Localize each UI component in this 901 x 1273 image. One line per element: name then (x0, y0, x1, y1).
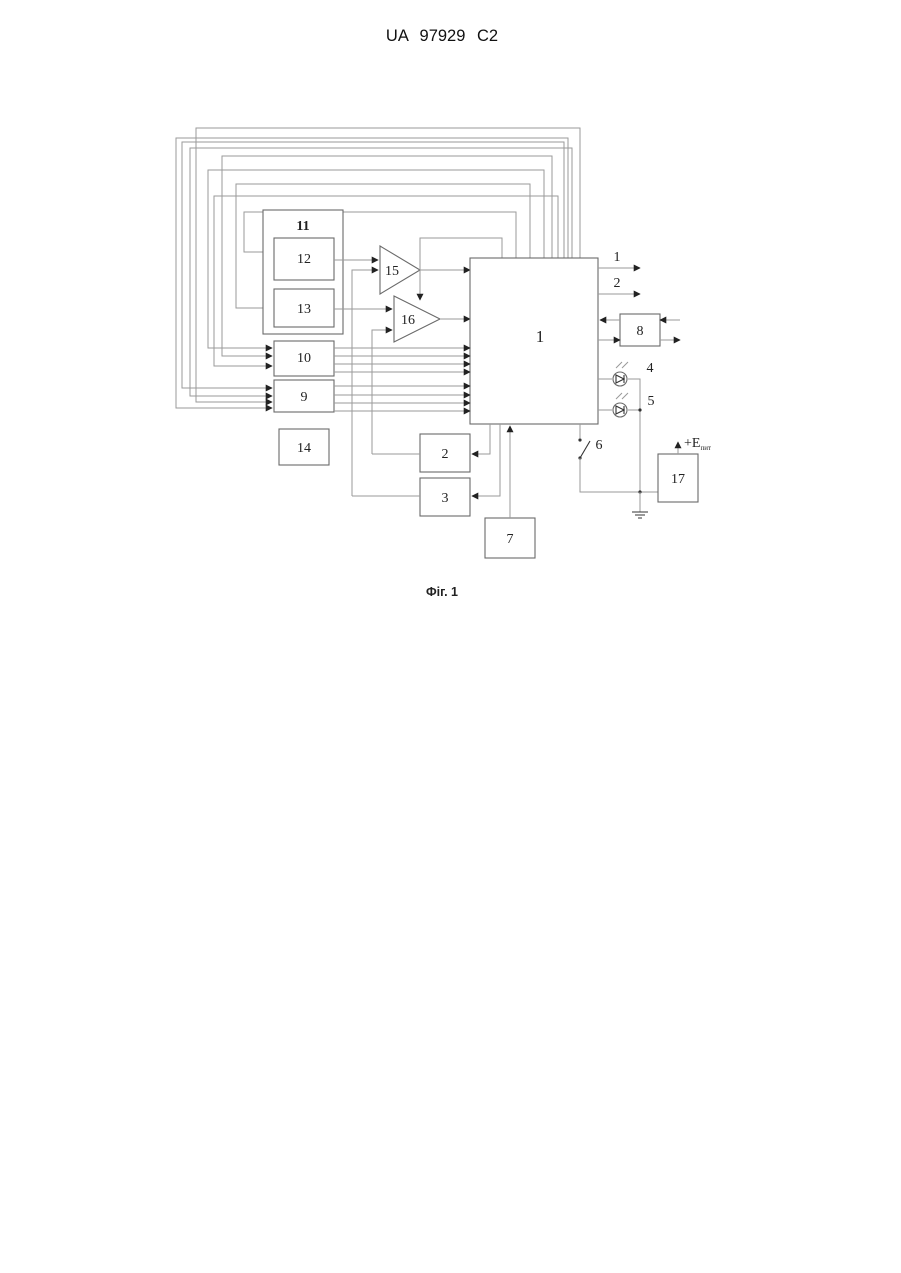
block-3-label: 3 (442, 491, 449, 506)
block-8-label: 8 (637, 324, 644, 339)
block-14-label: 14 (297, 441, 311, 456)
led-5 (598, 393, 640, 417)
block-10-label: 10 (297, 351, 311, 366)
block-12-label: 12 (297, 252, 311, 267)
block-13-label: 13 (297, 302, 311, 317)
led-5-label: 5 (648, 394, 655, 409)
block-11-label: 11 (296, 219, 309, 234)
comparator-16-label: 16 (401, 313, 415, 328)
data-bus-lines (334, 348, 470, 411)
block-9-label: 9 (301, 390, 308, 405)
block-2-label: 2 (442, 447, 449, 462)
ground-symbol (632, 492, 648, 518)
block-7-label: 7 (507, 532, 514, 547)
supply-voltage-label: +Eпит (684, 436, 711, 452)
switch-6 (578, 424, 658, 492)
output-2-label: 2 (614, 276, 621, 291)
controller-block-1 (470, 258, 598, 424)
comparator-15-label: 15 (385, 264, 399, 279)
block-17-label: 17 (671, 472, 685, 487)
led-4-label: 4 (647, 361, 654, 376)
figure-caption: Фіг. 1 (0, 585, 884, 599)
output-1-label: 1 (614, 250, 621, 265)
switch-6-label: 6 (596, 438, 603, 453)
block-1-label: 1 (536, 327, 545, 346)
